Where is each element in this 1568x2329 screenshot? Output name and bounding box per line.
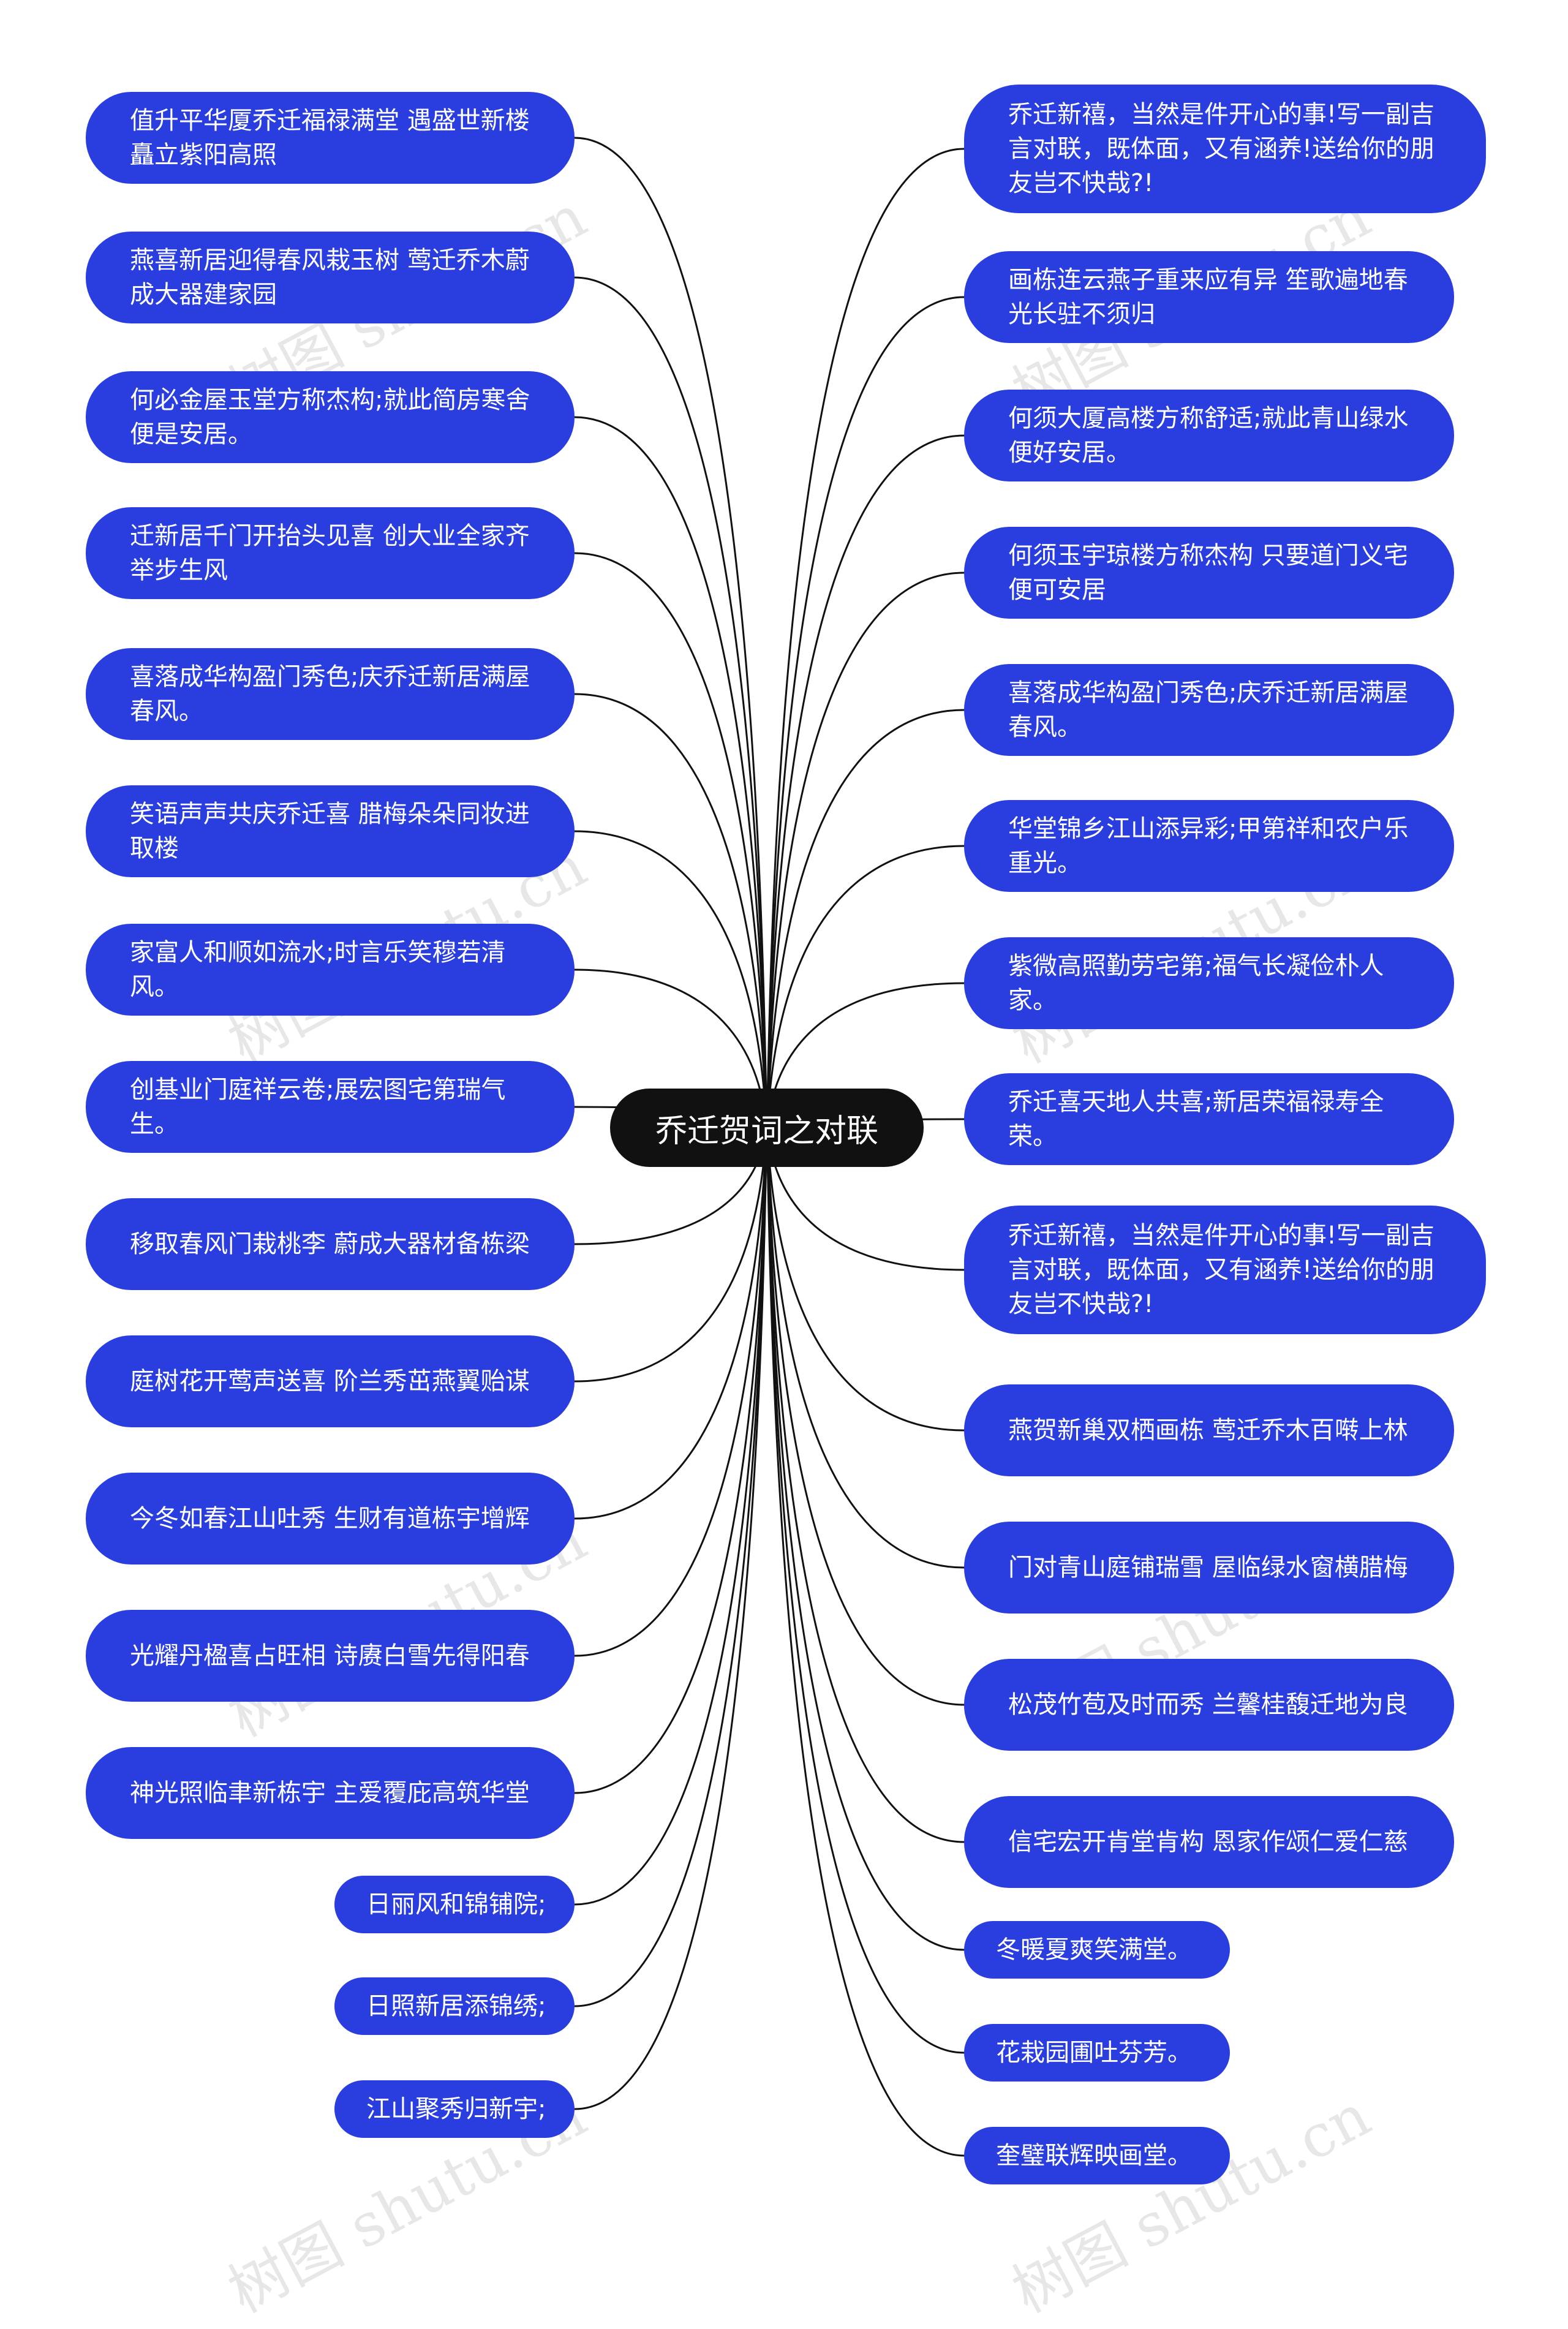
left-link-2 bbox=[574, 276, 768, 1128]
right-link-4 bbox=[766, 572, 965, 1128]
left-link-4 bbox=[574, 552, 768, 1128]
central-topic[interactable]: 乔迁贺词之对联 bbox=[610, 1089, 924, 1167]
left-node-13[interactable]: 神光照临聿新栋宇 主爱覆庇高筑华堂 bbox=[86, 1747, 575, 1839]
left-node-3[interactable]: 何必金屋玉堂方称杰构;就此简房寒舍便是安居。 bbox=[86, 371, 575, 463]
left-node-15[interactable]: 日照新居添锦绣; bbox=[334, 1977, 575, 2035]
right-link-5 bbox=[766, 709, 965, 1128]
right-node-1[interactable]: 乔迁新禧，当然是件开心的事!写一副吉言对联，既体面，又有涵养!送给你的朋友岂不快… bbox=[964, 85, 1486, 213]
left-link-6 bbox=[574, 830, 768, 1128]
right-link-16 bbox=[766, 1127, 965, 2157]
left-node-2[interactable]: 燕喜新居迎得春风栽玉树 莺迁乔木蔚成大器建家园 bbox=[86, 232, 575, 323]
right-node-7[interactable]: 紫微高照勤劳宅第;福气长凝俭朴人家。 bbox=[964, 937, 1454, 1029]
left-node-10[interactable]: 庭树花开莺声送喜 阶兰秀茁燕翼贻谋 bbox=[86, 1335, 575, 1427]
right-node-10[interactable]: 燕贺新巢双栖画栋 莺迁乔木百啭上林 bbox=[964, 1384, 1454, 1476]
right-node-3[interactable]: 何须大厦高楼方称舒适;就此青山绿水便好安居。 bbox=[964, 390, 1454, 481]
right-link-15 bbox=[766, 1127, 965, 2054]
left-node-5[interactable]: 喜落成华构盈门秀色;庆乔迁新居满屋春风。 bbox=[86, 648, 575, 740]
left-node-12[interactable]: 光耀丹楹喜占旺相 诗赓白雪先得阳春 bbox=[86, 1610, 575, 1702]
right-node-5[interactable]: 喜落成华构盈门秀色;庆乔迁新居满屋春风。 bbox=[964, 664, 1454, 756]
left-node-9[interactable]: 移取春风门栽桃李 蔚成大器材备栋梁 bbox=[86, 1198, 575, 1290]
left-link-5 bbox=[574, 693, 768, 1128]
left-link-15 bbox=[574, 1127, 768, 2007]
left-link-1 bbox=[574, 137, 768, 1128]
right-node-6[interactable]: 华堂锦乡江山添异彩;甲第祥和农户乐重光。 bbox=[964, 800, 1454, 892]
left-node-7[interactable]: 家富人和顺如流水;时言乐笑穆若清风。 bbox=[86, 924, 575, 1016]
left-node-1[interactable]: 值升平华厦乔迁福禄满堂 遇盛世新楼矗立紫阳高照 bbox=[86, 92, 575, 184]
right-node-15[interactable]: 花栽园圃吐芬芳。 bbox=[964, 2024, 1230, 2082]
right-link-10 bbox=[766, 1127, 965, 1432]
right-link-1 bbox=[766, 148, 965, 1128]
right-node-11[interactable]: 门对青山庭铺瑞雪 屋临绿水窗横腊梅 bbox=[964, 1522, 1454, 1614]
right-link-14 bbox=[766, 1127, 965, 1951]
left-link-12 bbox=[574, 1127, 768, 1657]
left-node-11[interactable]: 今冬如春江山吐秀 生财有道栋宇增辉 bbox=[86, 1473, 575, 1565]
right-node-9[interactable]: 乔迁新禧，当然是件开心的事!写一副吉言对联，既体面，又有涵养!送给你的朋友岂不快… bbox=[964, 1206, 1486, 1334]
right-node-4[interactable]: 何须玉宇琼楼方称杰构 只要道门义宅便可安居 bbox=[964, 527, 1454, 619]
left-link-11 bbox=[574, 1127, 768, 1520]
right-link-3 bbox=[766, 434, 965, 1128]
left-node-4[interactable]: 迁新居千门开抬头见喜 创大业全家齐举步生风 bbox=[86, 507, 575, 599]
right-node-8[interactable]: 乔迁喜天地人共喜;新居荣福禄寿全荣。 bbox=[964, 1073, 1454, 1165]
left-link-13 bbox=[574, 1127, 768, 1794]
left-link-3 bbox=[574, 416, 768, 1128]
left-node-16[interactable]: 江山聚秀归新宇; bbox=[334, 2080, 575, 2138]
right-node-12[interactable]: 松茂竹苞及时而秀 兰馨桂馥迁地为良 bbox=[964, 1659, 1454, 1751]
right-link-12 bbox=[766, 1127, 965, 1706]
right-node-16[interactable]: 奎璧联辉映画堂。 bbox=[964, 2127, 1230, 2184]
right-node-13[interactable]: 信宅宏开肯堂肯构 恩家作颂仁爱仁慈 bbox=[964, 1796, 1454, 1888]
right-link-11 bbox=[766, 1127, 965, 1569]
right-node-14[interactable]: 冬暖夏爽笑满堂。 bbox=[964, 1921, 1230, 1979]
left-node-8[interactable]: 创基业门庭祥云卷;展宏图宅第瑞气生。 bbox=[86, 1061, 575, 1153]
left-node-14[interactable]: 日丽风和锦铺院; bbox=[334, 1876, 575, 1933]
right-link-13 bbox=[766, 1127, 965, 1843]
right-node-2[interactable]: 画栋连云燕子重来应有异 笙歌遍地春光长驻不须归 bbox=[964, 251, 1454, 343]
left-node-6[interactable]: 笑语声声共庆乔迁喜 腊梅朵朵同妆进取楼 bbox=[86, 785, 575, 877]
right-link-6 bbox=[766, 845, 965, 1128]
